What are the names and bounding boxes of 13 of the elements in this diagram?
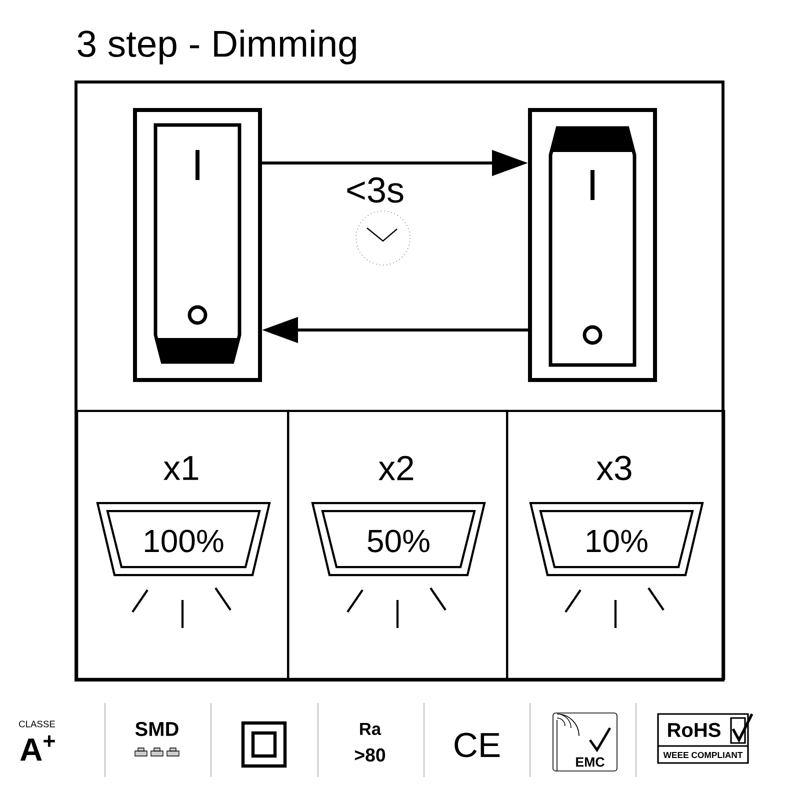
class-label: CLASSE [19, 720, 55, 728]
rocker-switch-drawing [528, 108, 657, 382]
ce-mark: CE [454, 732, 500, 758]
ra-label: Ra [360, 722, 382, 736]
rocker-switch-drawing [133, 108, 262, 382]
edge-label: <3s [344, 176, 406, 204]
ra-value: >80 [354, 748, 386, 762]
lamp-drawing: 10% [529, 502, 704, 628]
energy-class: A$^{+}$ [20, 735, 55, 761]
smd-label: SMD [135, 722, 178, 736]
lamp-drawing: 100% [96, 502, 271, 628]
lamp-drawing: 50% [311, 502, 486, 628]
title: 3 step - Dimming [78, 30, 356, 64]
